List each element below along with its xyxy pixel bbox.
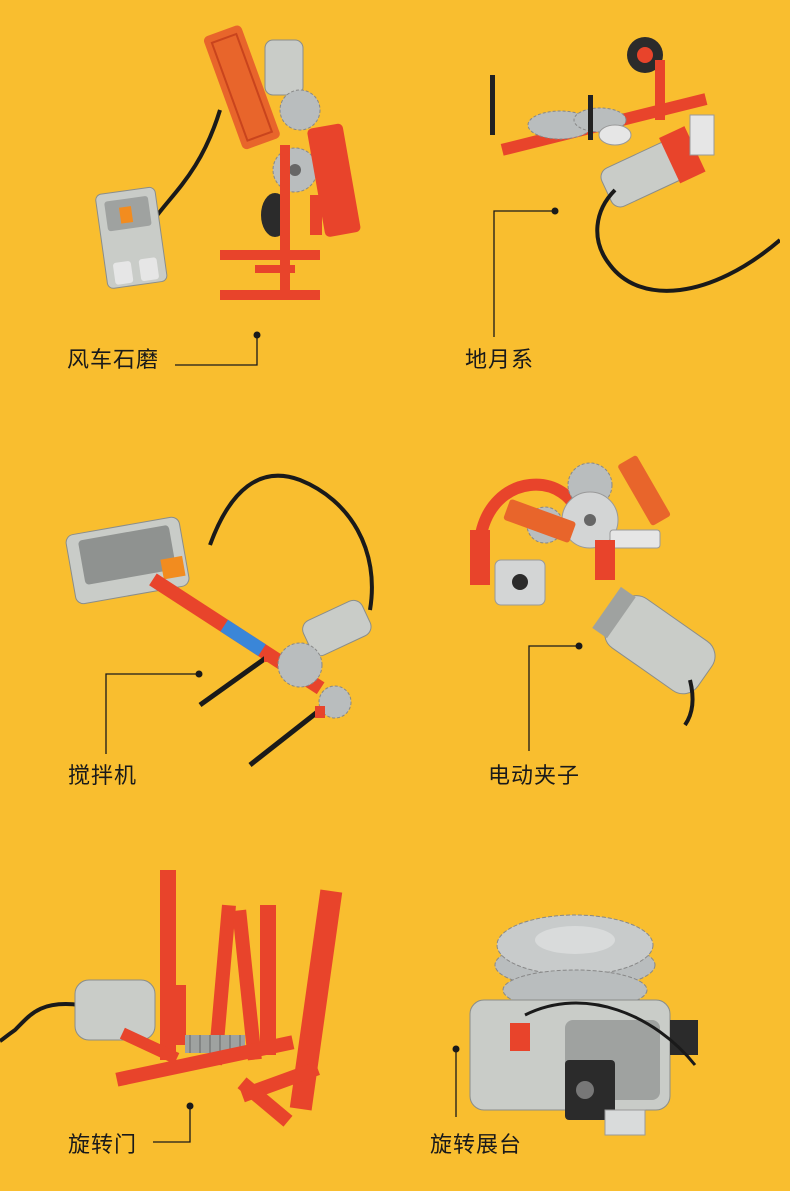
windmill-model-image — [95, 25, 361, 300]
label-mixer: 搅拌机 — [68, 764, 138, 789]
label-windmill: 风车石磨 — [67, 348, 160, 373]
rotating-door-model-image — [0, 870, 343, 1127]
callout-mixer — [105, 670, 203, 754]
callout-windmill — [175, 331, 261, 366]
callout-rotating-door — [153, 1102, 194, 1143]
mixer-model-image — [65, 473, 374, 767]
callout-earth-moon — [493, 207, 559, 337]
turntable-model-image — [469, 914, 698, 1136]
label-rotating-door: 旋转门 — [68, 1133, 138, 1158]
gripper-model-image — [470, 455, 716, 727]
callout-turntable — [452, 1045, 460, 1117]
label-turntable: 旋转展台 — [430, 1133, 523, 1158]
label-gripper: 电动夹子 — [488, 764, 581, 789]
label-earth-moon: 地月系 — [465, 348, 535, 373]
earth-moon-model-image — [490, 37, 780, 293]
callout-gripper — [528, 642, 583, 751]
